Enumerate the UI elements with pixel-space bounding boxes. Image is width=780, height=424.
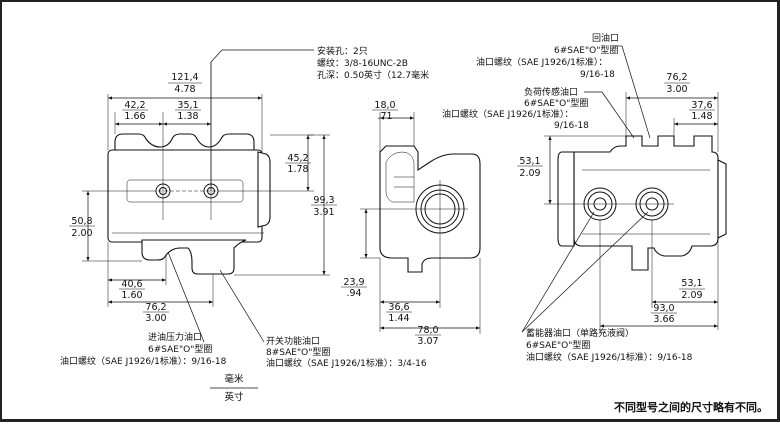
front-dimensions xyxy=(82,94,330,307)
dim-sb1-in: .94 xyxy=(346,288,361,299)
dim-rh-mm: 45,2 xyxy=(287,153,308,164)
footnote: 不同型号之间的尺寸略有不同。 xyxy=(614,400,768,414)
dim-th-mm: 99,3 xyxy=(313,195,334,206)
dim-bp1-mm: 40,6 xyxy=(121,279,142,290)
front-dimension-labels: 121,4 4.78 42,2 1.66 35,1 1.38 45,2 1.78… xyxy=(69,72,337,324)
dim-overall-in: 4.78 xyxy=(174,84,195,95)
dim-rt2-in: 1.48 xyxy=(691,111,712,122)
dim-port1-in: 1.66 xyxy=(124,111,145,122)
units-in: 英寸 xyxy=(224,391,244,403)
side-dimensions: 18,0 .71 23,9 .94 36,6 1.44 78,0 3.07 xyxy=(341,100,481,347)
ls-label-4: 9/16-18 xyxy=(554,121,589,131)
dim-lh-in: 2.00 xyxy=(71,228,92,239)
dim-st-mm: 18,0 xyxy=(374,100,395,111)
dim-rt1-mm: 76,2 xyxy=(666,72,687,83)
switch-label-3: 油口螺纹（SAE J1926/1标准）：3/4-16 xyxy=(266,357,427,369)
inlet-label-1: 进油压力油口 xyxy=(148,331,202,343)
acc-label-2: 6#SAE"O"型圈 xyxy=(526,340,590,351)
side-view xyxy=(379,145,481,273)
acc-label-1: 蓄能器油口（单路充液阀） xyxy=(526,327,634,339)
ls-label-1: 负荷传感油口 xyxy=(524,86,578,98)
ls-label-2: 6#SAE"O"型圈 xyxy=(524,98,588,109)
dim-th-in: 3.91 xyxy=(313,207,334,218)
dim-sw-mm: 78,0 xyxy=(417,325,438,336)
units-legend: 毫米 英寸 xyxy=(210,373,258,403)
dim-rlh-mm: 53,1 xyxy=(519,156,540,167)
dim-st-in: .71 xyxy=(377,111,392,122)
dim-rb2-in: 3.66 xyxy=(653,314,674,325)
mount-callout: 安装孔：2只 螺纹：3/8-16UNC-2B 孔深：0.50英寸（12.7毫米 xyxy=(210,45,429,191)
dim-rb2-mm: 93,0 xyxy=(653,303,674,314)
dim-overall-mm: 121,4 xyxy=(171,72,198,83)
dim-sb2-mm: 36,6 xyxy=(388,302,409,313)
ls-label-3: 油口螺纹（SAE J1926/1标准）： xyxy=(442,108,573,120)
acc-label-3: 油口螺纹（SAE J1926/1标准）：9/16-18 xyxy=(526,351,693,363)
right-dimensions: 76,2 3.00 37,6 1.48 53,1 2.09 53,1 2.09 … xyxy=(517,72,719,332)
return-label-3: 油口螺纹（SAE J1926/1标准）： xyxy=(476,56,607,68)
dim-rt1-in: 3.00 xyxy=(666,84,687,95)
return-label-1: 回油口 xyxy=(592,32,619,44)
mount-label-2: 螺纹：3/8-16UNC-2B xyxy=(317,57,408,69)
dim-rb1-in: 2.09 xyxy=(681,290,702,301)
mount-label-3: 孔深：0.50英寸（12.7毫米 xyxy=(317,69,429,81)
dim-bp2-in: 3.00 xyxy=(145,313,166,324)
inlet-label-2: 6#SAE"O"型圈 xyxy=(148,344,212,355)
switch-label-2: 8#SAE"O"型圈 xyxy=(266,347,330,358)
front-port-callouts: 进油压力油口 6#SAE"O"型圈 油口螺纹（SAE J1926/1标准）：9/… xyxy=(60,251,427,369)
dim-bp2-mm: 76,2 xyxy=(145,302,166,313)
units-mm: 毫米 xyxy=(224,373,244,385)
dim-bp1-in: 1.60 xyxy=(121,290,142,301)
dim-lh-mm: 50,8 xyxy=(71,216,92,227)
dim-rt2-mm: 37,6 xyxy=(691,100,712,111)
dim-port2-mm: 35,1 xyxy=(177,100,198,111)
dim-sw-in: 3.07 xyxy=(417,336,438,347)
dim-sb1-mm: 23,9 xyxy=(343,277,364,288)
switch-label-1: 开关功能油口 xyxy=(266,335,320,347)
mount-label-1: 安装孔：2只 xyxy=(317,45,368,57)
inlet-label-3: 油口螺纹（SAE J1926/1标准）：9/16-18 xyxy=(60,355,227,367)
right-view xyxy=(557,135,727,271)
dim-rlh-in: 2.09 xyxy=(519,168,540,179)
return-label-2: 6#SAE"O"型圈 xyxy=(554,45,618,56)
dim-rb1-mm: 53,1 xyxy=(681,278,702,289)
return-label-4: 9/16-18 xyxy=(580,70,615,80)
dim-sb2-in: 1.44 xyxy=(388,313,409,324)
dim-rh-in: 1.78 xyxy=(287,164,308,175)
right-port-callouts: 回油口 6#SAE"O"型圈 油口螺纹（SAE J1926/1标准）： 9/16… xyxy=(442,32,693,363)
dim-port1-mm: 42,2 xyxy=(124,100,145,111)
dim-port2-in: 1.38 xyxy=(177,111,198,122)
